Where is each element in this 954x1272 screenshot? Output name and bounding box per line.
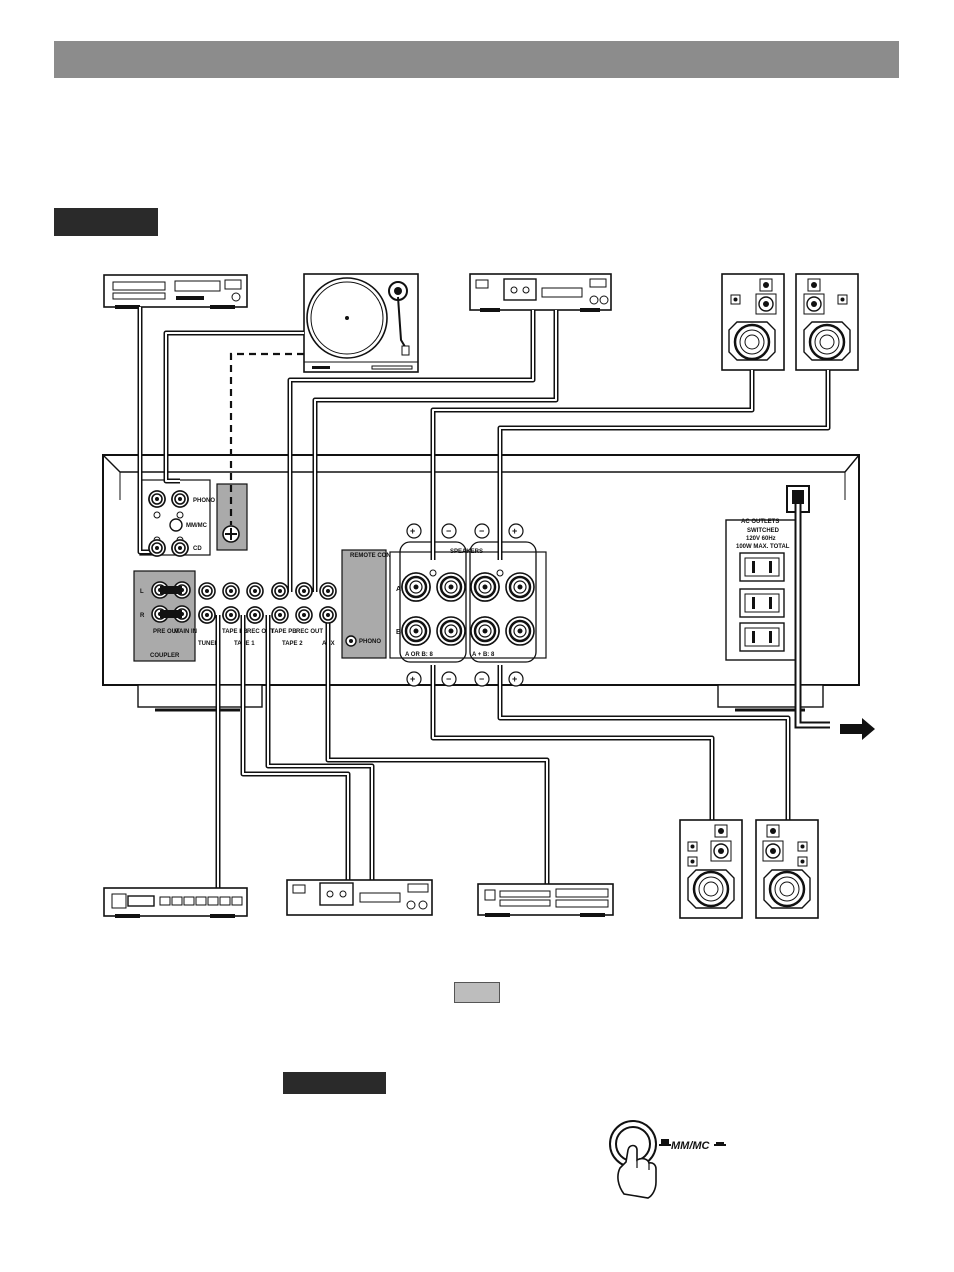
coupler-label: COUPLER [150,653,180,659]
tag-label-block [54,208,158,236]
cassette-deck-icon [286,879,433,916]
ac-switched-label: SWITCHED [747,528,780,534]
tuner-icon [103,887,248,918]
tape1-rec-out-label: REC OUT [247,629,274,635]
speaker-icon [679,819,743,919]
tape2-rec-out-label: REC OUT [296,629,323,635]
main-in-label: MAIN IN [174,629,197,635]
tag-label-block-2 [283,1072,386,1094]
speaker-b-label: B [396,629,401,636]
cd-player-icon [103,274,248,309]
finger-press-icon [617,1144,657,1199]
speaker-icon [795,273,859,371]
pre-out-label: PRE OUT [153,629,180,635]
ac-spec2-label: 100W MAX. TOTAL [736,544,790,550]
mm-mc-button[interactable] [609,1120,657,1168]
note-box [454,982,500,1003]
turntable-icon [303,273,419,373]
pol-top-2: − [446,526,451,536]
cd-label: CD [193,546,202,552]
a-or-b-label: A OR B: 8 [405,652,433,658]
tuner-label: TUNER [198,641,219,647]
mm-mc-label: MM/MC [186,523,208,529]
speaker-icon [755,819,819,919]
pol-bot-3: − [479,674,484,684]
pol-top-3: − [479,526,484,536]
coupler-l-label: L [140,589,144,595]
ac-outlet-sockets [739,552,785,652]
tape2-pb-label: TAPE PB [271,629,297,635]
cassette-deck-icon [469,273,612,312]
phono-label: PHONO [193,498,215,504]
pol-bot-1: + [410,674,415,684]
cd-player-icon [477,883,614,917]
remote-control-label: REMOTE CONTROL [350,553,407,559]
pol-bot-2: − [446,674,451,684]
section-header-bar [54,41,899,78]
tape1-pb-label: TAPE PB [222,629,248,635]
tape2-label: TAPE 2 [282,641,303,647]
pol-top-1: + [410,526,415,536]
a-and-b-label: A + B: 8 [472,652,495,658]
ac-outlets-label: AC OUTLETS [741,519,779,525]
ac-spec1-label: 120V 60Hz [746,536,776,542]
mm-mc-button-label: MM/MC [671,1140,711,1152]
remote-phono-label: PHONO [359,639,381,645]
pol-top-4: + [512,526,517,536]
speaker-icon [721,273,785,371]
coupler-r-label: R [140,613,145,619]
pol-bot-4: + [512,674,517,684]
speaker-a-label: A [396,586,401,593]
ac-plug-arrow-icon [840,718,875,740]
